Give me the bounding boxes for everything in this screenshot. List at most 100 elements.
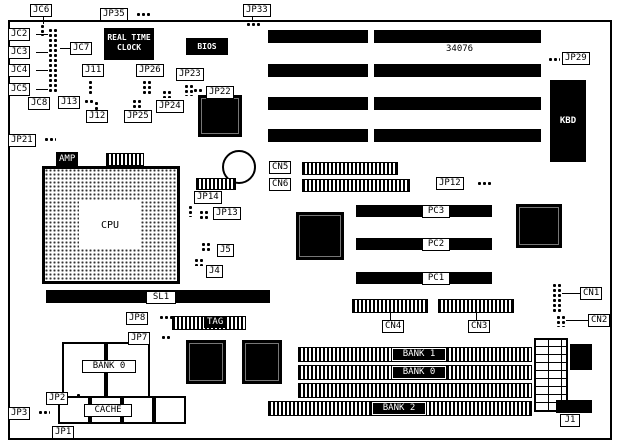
j4-pin-header: [194, 258, 204, 266]
label-jc6: JC6: [30, 4, 53, 17]
label-jp7: JP7: [128, 332, 151, 345]
jc7-leader-line: [60, 48, 70, 49]
label-jp8: JP8: [126, 312, 149, 325]
label-bank2-simm: BANK 2: [372, 402, 426, 415]
jp3-pin-header: [38, 410, 50, 415]
isa-slot-3-right: [374, 97, 541, 110]
label-jc4: JC4: [8, 64, 31, 77]
bios-chip: BIOS: [186, 38, 228, 55]
label-jp3: JP3: [8, 407, 31, 420]
amp-resistor-pack: [106, 153, 144, 166]
isa-slot-4-right: [374, 129, 541, 142]
rtc-label-line1: REAL TIME: [107, 33, 151, 42]
label-jp26: JP26: [136, 64, 164, 77]
simm-slot-3: [298, 383, 532, 398]
label-jp25: JP25: [124, 110, 152, 123]
jp33-leader-line: [252, 17, 253, 22]
jc-pin-header-block: [48, 28, 58, 94]
jp21-pin-header: [44, 137, 56, 142]
label-bank0-dram: BANK 0: [82, 360, 136, 373]
tag-label: TAG: [204, 316, 227, 328]
label-pc3: PC3: [422, 205, 450, 218]
isa-slot-2-left: [268, 64, 368, 77]
jp33-pin-header: [246, 22, 261, 27]
amp-label: AMP: [56, 152, 79, 166]
label-cn6: CN6: [269, 178, 292, 191]
cn3-leader-line: [476, 311, 477, 320]
cpu-socket: CPU: [42, 166, 180, 284]
label-jp22: JP22: [206, 86, 234, 99]
jc4-leader-line: [36, 70, 48, 71]
cn2-leader-line: [566, 320, 588, 321]
kbd-connector: KBD: [550, 80, 586, 162]
label-j11: J11: [82, 64, 105, 77]
label-jp2: JP2: [46, 392, 69, 405]
cn5-connector: [302, 162, 398, 175]
jp12-pin-header: [477, 181, 493, 186]
jp35-pin-header: [136, 12, 151, 17]
rtc-label-line2: CLOCK: [116, 43, 142, 52]
label-bank1-simm: BANK 1: [392, 348, 446, 361]
label-pc2: PC2: [422, 238, 450, 251]
label-bank0-simm: BANK 0: [392, 366, 446, 379]
label-cn5: CN5: [269, 161, 292, 174]
cn2-pin-header: [556, 315, 566, 327]
jc5-leader-line: [36, 89, 48, 90]
regulator-chip: [570, 344, 592, 370]
label-jc3: JC3: [8, 46, 31, 59]
label-jc7: JC7: [70, 42, 93, 55]
jp26-pin-header: [142, 80, 152, 96]
label-jp14: JP14: [194, 191, 222, 204]
jp13-pin-header: [199, 210, 209, 220]
cn1-pin-header: [552, 283, 562, 313]
real-time-clock-chip: REAL TIME CLOCK: [104, 28, 154, 60]
chipset-chip-left: [296, 212, 344, 260]
label-j1: J1: [560, 414, 580, 427]
j11-pin-header: [88, 80, 93, 94]
label-jp13: JP13: [213, 207, 241, 220]
cache-chip-3: [122, 396, 154, 424]
label-jp21: JP21: [8, 134, 36, 147]
label-jc5: JC5: [8, 83, 31, 96]
label-j12: J12: [86, 110, 109, 123]
jp14-pin-header: [188, 205, 193, 217]
cn6-connector: [302, 179, 410, 192]
power-connector: [534, 338, 568, 412]
label-pc1: PC1: [422, 272, 450, 285]
label-j4: J4: [206, 265, 223, 278]
j5-pin-header: [201, 242, 211, 252]
jp7-pin-header: [161, 335, 171, 340]
chipset-chip-right: [516, 204, 562, 248]
label-j13: J13: [58, 96, 81, 109]
jc3-leader-line: [36, 52, 48, 53]
cn4-leader-line: [390, 311, 391, 320]
jc2-leader-line: [36, 34, 48, 35]
jp23-pin-header: [184, 84, 194, 96]
jc6-pin-header: [40, 24, 45, 36]
isa-slot-4-left: [268, 129, 368, 142]
isa-slot-2-right: [374, 64, 541, 77]
label-jp12: JP12: [436, 177, 464, 190]
jp22-pin-header: [193, 88, 203, 93]
isa-slot-3-left: [268, 97, 368, 110]
buffer-chip-2: [242, 340, 282, 384]
label-jc2: JC2: [8, 28, 31, 41]
label-jp29: JP29: [562, 52, 590, 65]
isa-slot-1-left: [268, 30, 368, 43]
jp29-pin-header: [548, 57, 560, 62]
label-cn1: CN1: [580, 287, 603, 300]
cpu-socket-center: CPU: [79, 201, 141, 249]
jp24-pin-header: [162, 90, 172, 98]
label-cn2: CN2: [588, 314, 611, 327]
label-jc8: JC8: [28, 97, 51, 110]
jc6-leader-line: [43, 17, 44, 24]
j12-pin-header: [94, 101, 99, 110]
cn1-leader-line: [562, 293, 580, 294]
label-jp33: JP33: [243, 4, 271, 17]
label-cn4: CN4: [382, 320, 405, 333]
jp25-pin-header: [132, 99, 142, 108]
io-controller-chip: [198, 95, 242, 137]
label-jp23: JP23: [176, 68, 204, 81]
label-jp1: JP1: [52, 426, 75, 439]
